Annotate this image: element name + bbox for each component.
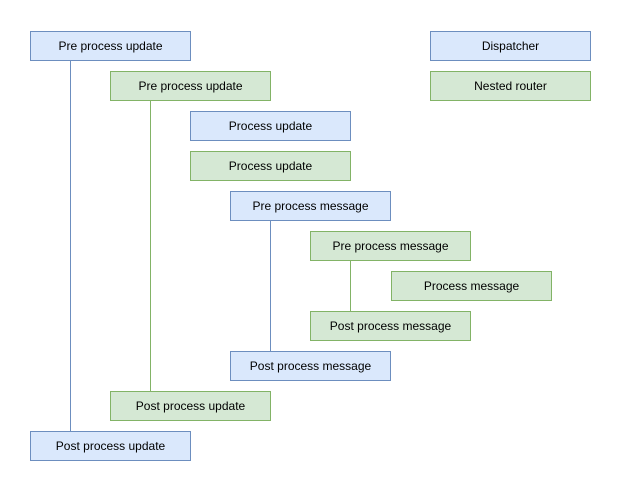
legend-item-nested-router: Nested router [430,71,591,101]
node-process-update-dispatcher: Process update [190,111,351,141]
node-pre-process-message-dispatcher: Pre process message [230,191,391,221]
connector-update-dispatcher [70,61,71,431]
node-post-process-update-nested-router: Post process update [110,391,271,421]
connector-message-nested-router [350,261,351,311]
node-pre-process-message-nested-router: Pre process message [310,231,471,261]
node-post-process-message-dispatcher: Post process message [230,351,391,381]
legend-item-dispatcher: Dispatcher [430,31,591,61]
node-process-update-nested-router: Process update [190,151,351,181]
connector-update-nested-router [150,101,151,391]
node-process-message-nested-router: Process message [391,271,552,301]
node-post-process-message-nested-router: Post process message [310,311,471,341]
node-post-process-update-dispatcher: Post process update [30,431,191,461]
node-pre-process-update-dispatcher: Pre process update [30,31,191,61]
connector-message-dispatcher [270,221,271,351]
node-pre-process-update-nested-router: Pre process update [110,71,271,101]
